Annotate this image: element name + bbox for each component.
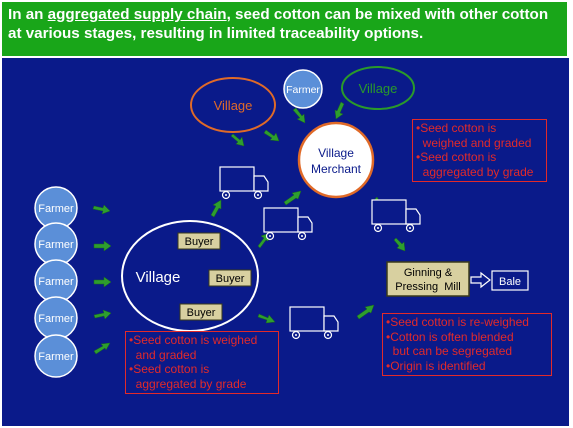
arrow-buyer-truck4 xyxy=(257,313,276,324)
arrow-truck1 xyxy=(210,199,222,218)
truck-icon-3 xyxy=(371,199,421,233)
arrow-farmer3 xyxy=(93,276,112,288)
diagram-area: Farmer Farmer Farmer Farmer Farmer Farme… xyxy=(2,58,569,426)
gin-mill-label-1: Ginning & xyxy=(404,267,453,279)
arrow-village-merchant xyxy=(263,129,280,142)
buyer-label-3: Buyer xyxy=(187,307,216,319)
note-gin-line-3: but can be segregated xyxy=(386,344,513,358)
arrow-village-top xyxy=(230,133,245,147)
village-orange-label: Village xyxy=(214,98,253,113)
village-merchant-label-1: Village xyxy=(318,146,354,160)
arrow-village-green xyxy=(334,101,345,120)
gin-mill-box xyxy=(386,261,470,297)
farmer-label-3: Farmer xyxy=(38,276,74,288)
note-merchant-line-3: •Seed cotton is xyxy=(416,150,497,164)
arrow-gin-bale xyxy=(470,271,491,289)
note-merchant-line-4: aggregated by grade xyxy=(416,164,534,179)
header-rest: , seed cotton can be mixed with other co… xyxy=(8,6,549,42)
note-village-line-3: •Seed cotton is xyxy=(129,362,210,376)
note-village: •Seed cotton is weighed and graded •Seed… xyxy=(125,331,279,394)
arrow-farmer2 xyxy=(93,240,112,252)
bale-box xyxy=(491,270,529,291)
note-merchant-line-2: weighed and graded xyxy=(416,135,532,150)
note-village-line-2: and graded xyxy=(129,347,197,362)
farmer-label-5: Farmer xyxy=(38,351,74,363)
header-text: In an aggregated supply chain, seed cott… xyxy=(2,2,567,43)
truck-icon-1 xyxy=(219,166,269,200)
header-link[interactable]: aggregated supply chain xyxy=(47,6,227,23)
note-gin-line-1: •Seed cotton is re-weighed xyxy=(386,315,529,329)
note-merchant: •Seed cotton is weighed and graded •Seed… xyxy=(412,119,547,182)
village-orange-oval xyxy=(190,77,276,133)
village-merchant-node xyxy=(297,121,375,199)
arrow-farmer5 xyxy=(93,342,111,355)
note-merchant-line-1: •Seed cotton is xyxy=(416,121,497,135)
note-village-line-4: aggregated by grade xyxy=(129,376,247,391)
arrow-farmer1 xyxy=(92,204,111,215)
buyer-box-3 xyxy=(179,303,223,321)
supply-chain-diagram: Farmer Farmer Farmer Farmer Farmer Farme… xyxy=(34,66,529,378)
note-village-line-1: •Seed cotton is weighed xyxy=(129,333,258,347)
arrow-truck3-gin xyxy=(393,237,406,252)
farmer-group: Farmer Farmer Farmer Farmer Farmer Farme… xyxy=(34,69,323,378)
village-green-oval xyxy=(341,66,415,110)
village-merchant-label-2: Merchant xyxy=(311,162,362,176)
farmer-node-top xyxy=(283,69,323,109)
buyer-label-1: Buyer xyxy=(185,236,214,248)
farmer-label-4: Farmer xyxy=(38,313,74,325)
gin-mill-label-2: Pressing Mill xyxy=(395,281,460,293)
header-banner: In an aggregated supply chain, seed cott… xyxy=(0,0,569,58)
arrow-farmer-top xyxy=(292,107,306,124)
farmer-label-1: Farmer xyxy=(38,203,74,215)
truck-icon-2 xyxy=(263,207,313,241)
header-intro: In an xyxy=(8,6,48,23)
note-gin-line-2: •Cotton is often blended xyxy=(386,329,514,344)
note-gin: •Seed cotton is re-weighed •Cotton is of… xyxy=(382,313,552,376)
farmer-label-top: Farmer xyxy=(286,84,320,96)
buyer-box-1 xyxy=(177,232,221,250)
buyer-label-2: Buyer xyxy=(216,273,245,285)
arrow-truck2-merchant xyxy=(283,190,302,206)
arrow-farmer4 xyxy=(93,309,112,320)
farmer-label-2: Farmer xyxy=(38,239,74,251)
arrow-truck4-gin xyxy=(356,304,375,320)
farmer-node-5 xyxy=(34,334,78,378)
truck-icon-4 xyxy=(289,306,339,340)
buyer-box-2 xyxy=(208,269,252,287)
bale-label: Bale xyxy=(499,276,521,288)
note-gin-line-4: •Origin is identified xyxy=(386,358,486,373)
village-green-label: Village xyxy=(359,81,398,96)
village-main-label: Village xyxy=(136,269,181,286)
